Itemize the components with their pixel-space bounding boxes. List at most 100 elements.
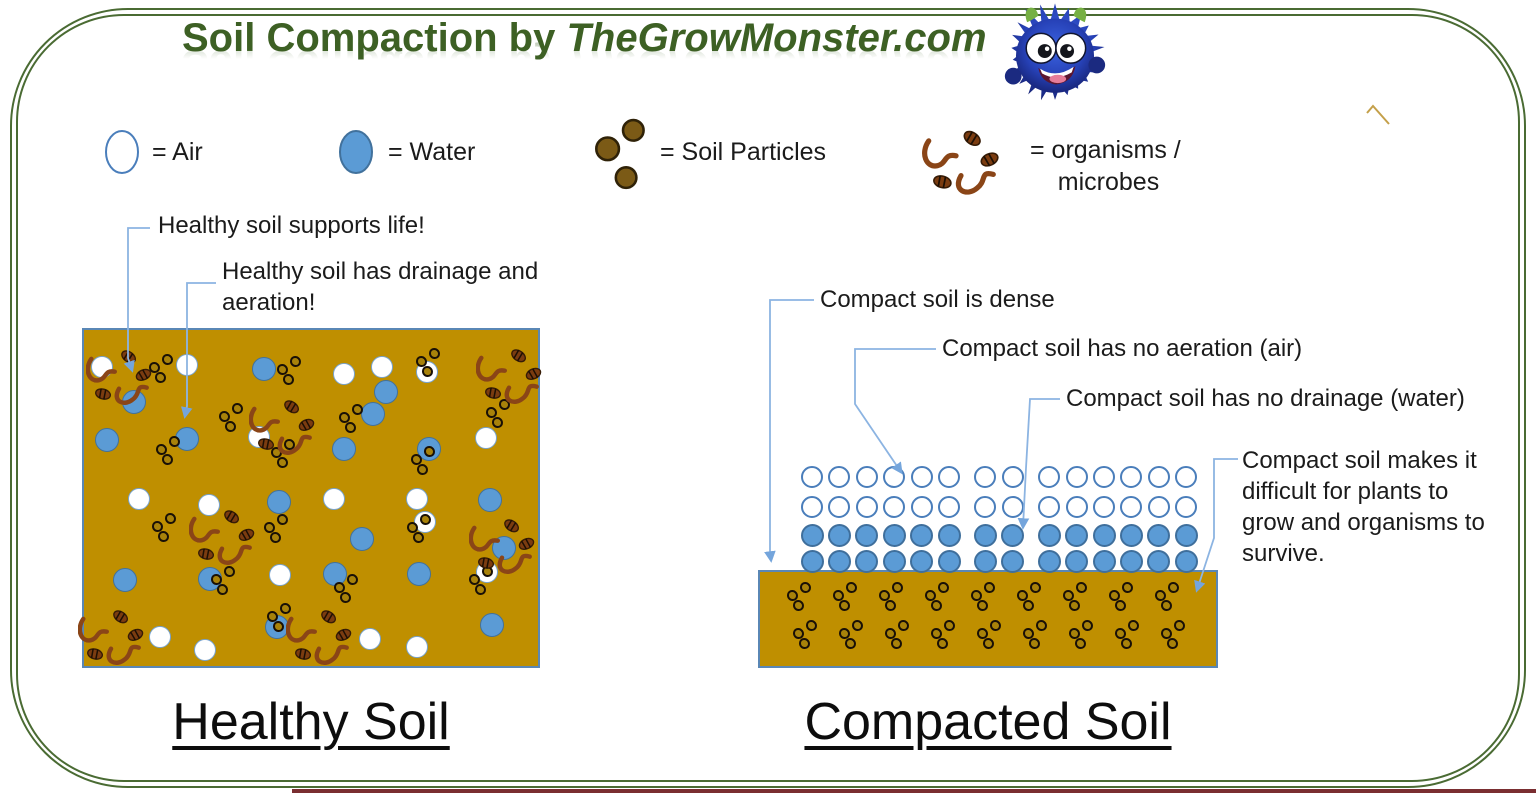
compacted-air-circle	[828, 496, 851, 518]
soil-particle	[280, 603, 291, 614]
soil-particle	[1115, 600, 1126, 611]
soil-particle-cluster	[266, 603, 294, 635]
soil-particle	[938, 582, 949, 593]
compacted-air-circle	[1001, 466, 1024, 488]
compacted-particle-cluster	[1016, 582, 1044, 614]
compacted-water-circle	[1147, 549, 1171, 573]
soil-particle-cluster	[155, 436, 183, 468]
title-text: Soil Compaction by	[182, 16, 567, 60]
soil-particle-cluster	[151, 513, 179, 545]
monster-horn-left	[1025, 7, 1039, 23]
soil-particle-cluster	[276, 356, 304, 388]
soil-particle	[799, 638, 810, 649]
soil-particle	[417, 464, 428, 475]
soil-particle	[898, 620, 909, 631]
monster-mascot-icon	[1004, 3, 1106, 101]
air-legend-label: = Air	[152, 138, 203, 166]
soil-particle	[211, 574, 222, 585]
soil-particle	[937, 638, 948, 649]
water-legend-label: = Water	[388, 138, 476, 166]
soil-particle	[879, 590, 890, 601]
compacted-particle-cluster	[976, 620, 1004, 652]
soil-particle	[885, 600, 896, 611]
compacted-water-circle	[1174, 549, 1198, 573]
organisms-legend-icon	[922, 126, 1000, 198]
soil-particle	[1075, 638, 1086, 649]
soil-particle	[347, 574, 358, 585]
soil-particle	[990, 620, 1001, 631]
soil-particle	[284, 439, 295, 450]
compacted-air-circle	[1120, 466, 1143, 488]
callout-compact-aeration: Compact soil has no aeration (air)	[942, 335, 1303, 362]
compacted-air-circle	[883, 496, 906, 518]
water-circle	[480, 613, 504, 637]
air-circle	[333, 363, 355, 385]
compacted-air-circle	[855, 466, 878, 488]
soil-particle	[1167, 638, 1178, 649]
soil-particle	[1121, 638, 1132, 649]
soil-particle-cluster	[333, 574, 361, 606]
compacted-water-circle	[800, 523, 824, 547]
air-circle	[128, 488, 150, 510]
soil-particles-legend-icon	[595, 118, 645, 190]
compacted-air-circle	[1175, 496, 1198, 518]
compacted-water-circle	[910, 549, 934, 573]
soil-particle	[273, 621, 284, 632]
soil-particle	[169, 436, 180, 447]
compacted-soil-label: Compacted Soil	[804, 693, 1172, 751]
compacted-particle-cluster	[838, 620, 866, 652]
healthy-soil-box	[82, 328, 540, 668]
water-circle	[374, 380, 398, 404]
water-circle	[350, 527, 374, 551]
compacted-water-circle	[855, 523, 879, 547]
soil-particle	[846, 582, 857, 593]
soil-particle	[1069, 628, 1080, 639]
air-circle	[359, 628, 381, 650]
soil-particle	[429, 348, 440, 359]
compacted-air-circle	[974, 496, 997, 518]
soil-particle	[290, 356, 301, 367]
callout-compact-difficult: Compact soil makes it difficult for plan…	[1242, 447, 1485, 567]
compacted-air-circle	[1120, 496, 1143, 518]
compacted-air-circle	[1147, 496, 1170, 518]
compacted-air-circle	[801, 496, 823, 518]
compacted-air-circle	[1001, 496, 1024, 518]
soil-particle	[1082, 620, 1093, 631]
organisms-legend-label: = organisms / microbes	[1030, 136, 1181, 196]
compacted-air-circle	[801, 466, 823, 488]
compacted-particle-cluster	[930, 620, 958, 652]
air-circle	[323, 488, 345, 510]
soil-particle	[1069, 600, 1080, 611]
compacted-air-circle	[938, 466, 960, 488]
soil-particle-cluster	[148, 354, 176, 386]
compacted-water-circle	[827, 523, 851, 547]
compacted-water-circle	[1092, 549, 1116, 573]
soil-particle	[833, 590, 844, 601]
soil-particle	[420, 514, 431, 525]
compacted-particle-cluster	[924, 582, 952, 614]
soil-particle	[270, 532, 281, 543]
soil-particle-cluster	[218, 403, 246, 435]
soil-particle	[475, 584, 486, 595]
soil-particle	[793, 600, 804, 611]
compacted-air-circle	[1038, 466, 1061, 488]
soil-particle	[345, 422, 356, 433]
slide-border-outer	[10, 8, 1526, 788]
compacted-particle-cluster	[1062, 582, 1090, 614]
soil-particle	[283, 374, 294, 385]
soil-particle-cluster	[410, 446, 438, 478]
air-legend-icon	[105, 130, 139, 174]
soil-particle	[219, 411, 230, 422]
soil-particle	[422, 366, 433, 377]
soil-particle-cluster	[485, 399, 513, 431]
compacted-particle-cluster	[884, 620, 912, 652]
compacted-air-circle	[1093, 496, 1115, 518]
air-circle	[406, 636, 428, 658]
soil-particle	[1155, 590, 1166, 601]
compacted-particle-cluster	[1114, 620, 1142, 652]
compacted-water-circle	[1001, 549, 1025, 573]
soil-particle	[162, 454, 173, 465]
compacted-air-circle	[828, 466, 851, 488]
soil-particle	[264, 522, 275, 533]
